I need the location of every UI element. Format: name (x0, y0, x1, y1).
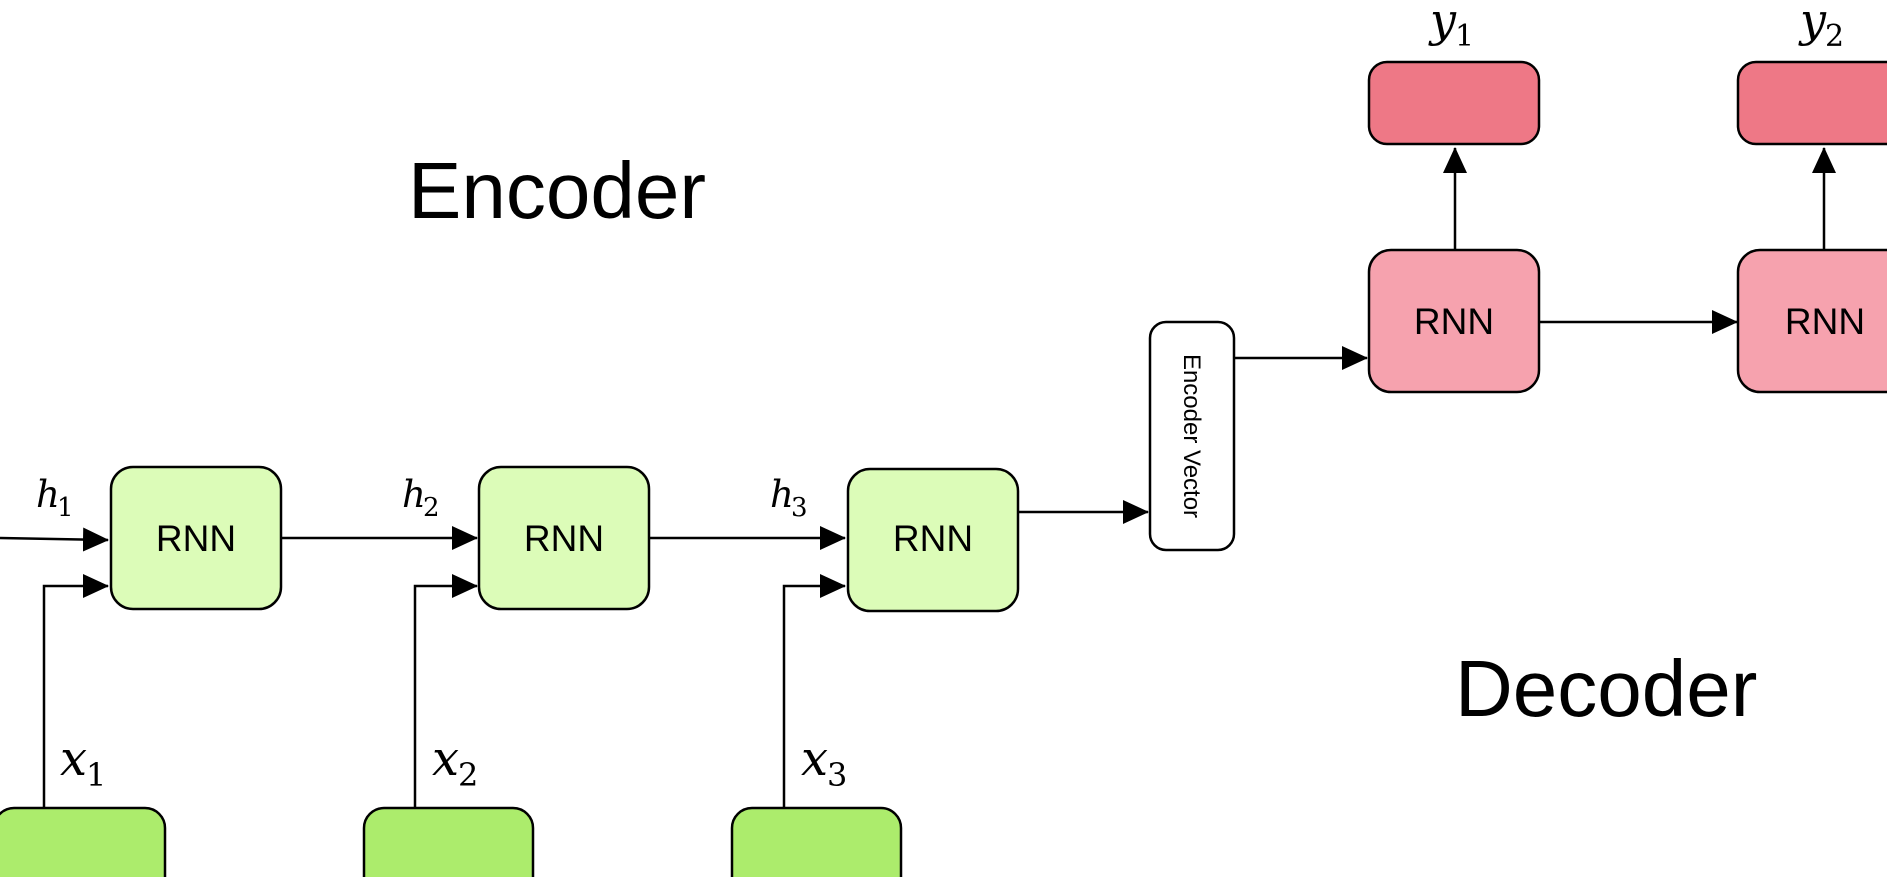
svg-text:x: x (60, 731, 87, 787)
svg-text:y: y (1798, 0, 1827, 47)
input-box-1 (0, 806, 167, 877)
encoder-rnn-3: RNN (846, 467, 1020, 613)
encoder-rnn-2: RNN (477, 465, 651, 611)
input-label-x3: x 3 (801, 731, 847, 794)
svg-text:2: 2 (458, 756, 478, 794)
svg-text:3: 3 (827, 756, 847, 794)
input-label-x2: x 2 (432, 731, 478, 794)
decoder-rnn-1-box (1367, 248, 1541, 394)
input-edge-x3 (782, 574, 846, 808)
svg-text:3: 3 (791, 493, 808, 523)
encoder-rnn-3-label: RNN (893, 518, 973, 559)
encoder-rnn-3-box (846, 467, 1020, 613)
input-box-3 (730, 806, 903, 877)
svg-text:x: x (432, 731, 459, 787)
encoder-vector: Encoder Vector (1148, 320, 1236, 552)
decoder-rnn-2: RNN (1736, 248, 1887, 394)
svg-text:2: 2 (1825, 19, 1844, 54)
decoder-rnn-2-label: RNN (1785, 301, 1865, 342)
encoder-vector-label: Encoder Vector (1178, 354, 1205, 518)
decoder-rnn-1: RNN (1367, 248, 1541, 394)
svg-text:h: h (402, 473, 426, 516)
svg-text:h: h (770, 473, 794, 516)
hidden-label-h1: h 1 (36, 473, 74, 523)
output-label-y1: y 1 (1428, 0, 1474, 54)
encoder-rnn-2-box (477, 465, 651, 611)
svg-text:1: 1 (57, 493, 74, 523)
encoder-rnn-1: RNN (109, 465, 283, 611)
svg-text:h: h (36, 473, 60, 516)
decoder-rnn-1-label: RNN (1414, 301, 1494, 342)
svg-text:2: 2 (423, 493, 440, 523)
input-edge-x1 (42, 574, 109, 808)
output-label-y2: y 2 (1798, 0, 1844, 54)
hidden-edge-in (0, 527, 109, 552)
input-label-x1: x 1 (60, 731, 106, 794)
output-box-1 (1367, 60, 1541, 146)
decoder-title: Decoder (1455, 644, 1757, 733)
input-edge-x2 (413, 574, 478, 808)
svg-text:x: x (801, 731, 828, 787)
svg-text:1: 1 (86, 756, 106, 794)
input-box-2 (362, 806, 535, 877)
output-box-2 (1736, 60, 1887, 146)
encoder-rnn-1-label: RNN (156, 518, 236, 559)
hidden-label-h2: h 2 (402, 473, 440, 523)
encoder-rnn-1-box (109, 465, 283, 611)
decoder-rnn-2-box (1736, 248, 1887, 394)
hidden-label-h3: h 3 (770, 473, 808, 523)
encoder-title: Encoder (408, 146, 706, 235)
svg-text:1: 1 (1455, 19, 1474, 54)
svg-text:y: y (1428, 0, 1457, 47)
encoder-vector-box (1148, 320, 1236, 552)
encoder-rnn-2-label: RNN (524, 518, 604, 559)
